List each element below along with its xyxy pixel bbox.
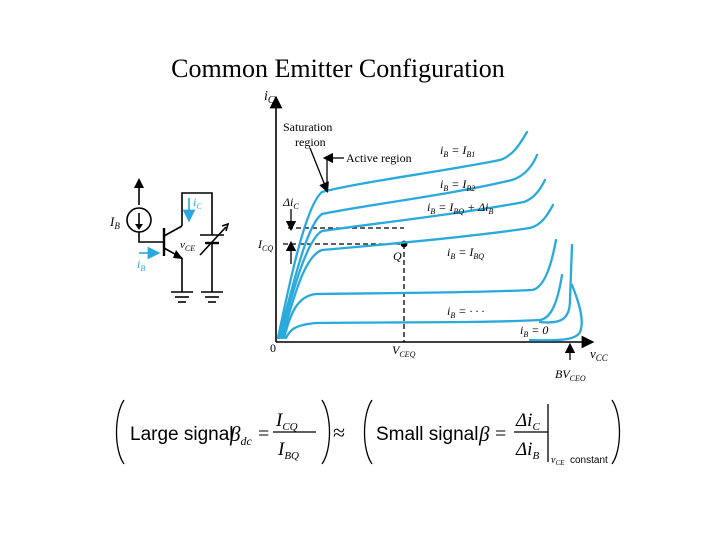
graph-axes <box>269 95 595 349</box>
ib-arrow-label: iB <box>137 257 145 273</box>
origin-label: 0 <box>270 341 276 355</box>
icq-numerator: ICQ <box>275 410 298 433</box>
characteristic-curves <box>276 130 583 342</box>
evaluation-condition: vCE <box>551 455 565 467</box>
icq-label: ICQ <box>257 237 273 253</box>
curve-breakdown <box>538 243 574 324</box>
region-pointers <box>285 147 576 360</box>
y-axis-label: iC <box>264 89 275 106</box>
label-ib-dots: iB = · · · <box>447 304 484 320</box>
beta-small: β <box>478 422 490 446</box>
curve-ib-zero-base <box>528 283 583 342</box>
curve-ib-zero-upper <box>284 273 564 340</box>
large-signal-label: Large signal <box>130 424 234 445</box>
curve-ib-dots <box>282 238 558 340</box>
bvceo-label: BVCEO <box>555 367 586 383</box>
emitter-arrow <box>173 250 183 259</box>
collector-wire <box>181 192 213 235</box>
base-wire <box>138 232 164 243</box>
approx-symbol: ≈ <box>333 420 345 445</box>
left-paren-2 <box>363 399 373 465</box>
curve-ib-ib1 <box>276 130 529 340</box>
equation-brackets <box>115 399 621 465</box>
ce-circuit <box>126 178 230 303</box>
current-source-arrow-head <box>135 224 143 230</box>
label-ibq-plus-delta: iB = IBQ + ΔiB <box>427 200 493 216</box>
ic-arrow-label: iC <box>193 195 202 211</box>
equals-2: = <box>495 423 506 445</box>
delta-ib-denominator: ΔiB <box>515 439 539 462</box>
transistor-collector <box>163 225 183 237</box>
constant-word: constant <box>570 455 608 466</box>
source-top-arrow <box>134 178 144 188</box>
small-signal-label: Small signal <box>376 424 478 445</box>
equals-1: = <box>258 423 269 445</box>
vceq-label: VCEQ <box>392 343 416 359</box>
saturation-label-1: Saturation <box>283 120 332 134</box>
vce-label: vCE <box>180 239 195 253</box>
ib-source-label: IB <box>109 214 120 231</box>
label-ib-ib2: iB = IB2 <box>440 177 475 193</box>
right-paren-2 <box>611 399 621 465</box>
q-point-label: Q <box>393 249 402 263</box>
circuit-blue-arrows <box>139 198 196 260</box>
delta-ic-numerator: ΔiC <box>515 410 540 433</box>
curve-ibq-plus-delta <box>278 178 547 340</box>
delta-ic-label: ΔiC <box>282 195 299 211</box>
beta-dc: βdc <box>229 422 252 448</box>
battery-variable-arrow <box>199 226 227 256</box>
x-axis-label: vCC <box>590 346 609 363</box>
saturation-pointer <box>309 147 329 193</box>
label-ib-ib1: iB = IB1 <box>440 143 475 159</box>
curve-ibq <box>280 203 555 340</box>
right-paren-1 <box>321 399 331 465</box>
battery-variable-head <box>221 222 230 232</box>
label-ib-zero: iB = 0 <box>520 323 548 339</box>
active-region-label: Active region <box>346 151 412 165</box>
ibq-denominator: IBQ <box>277 439 299 462</box>
left-paren-1 <box>115 399 125 465</box>
page-title: Common Emitter Configuration <box>171 54 505 83</box>
label-ibq: iB = IBQ <box>447 245 484 261</box>
saturation-label-2: region <box>295 135 326 149</box>
curve-ib-ib2 <box>277 153 539 340</box>
